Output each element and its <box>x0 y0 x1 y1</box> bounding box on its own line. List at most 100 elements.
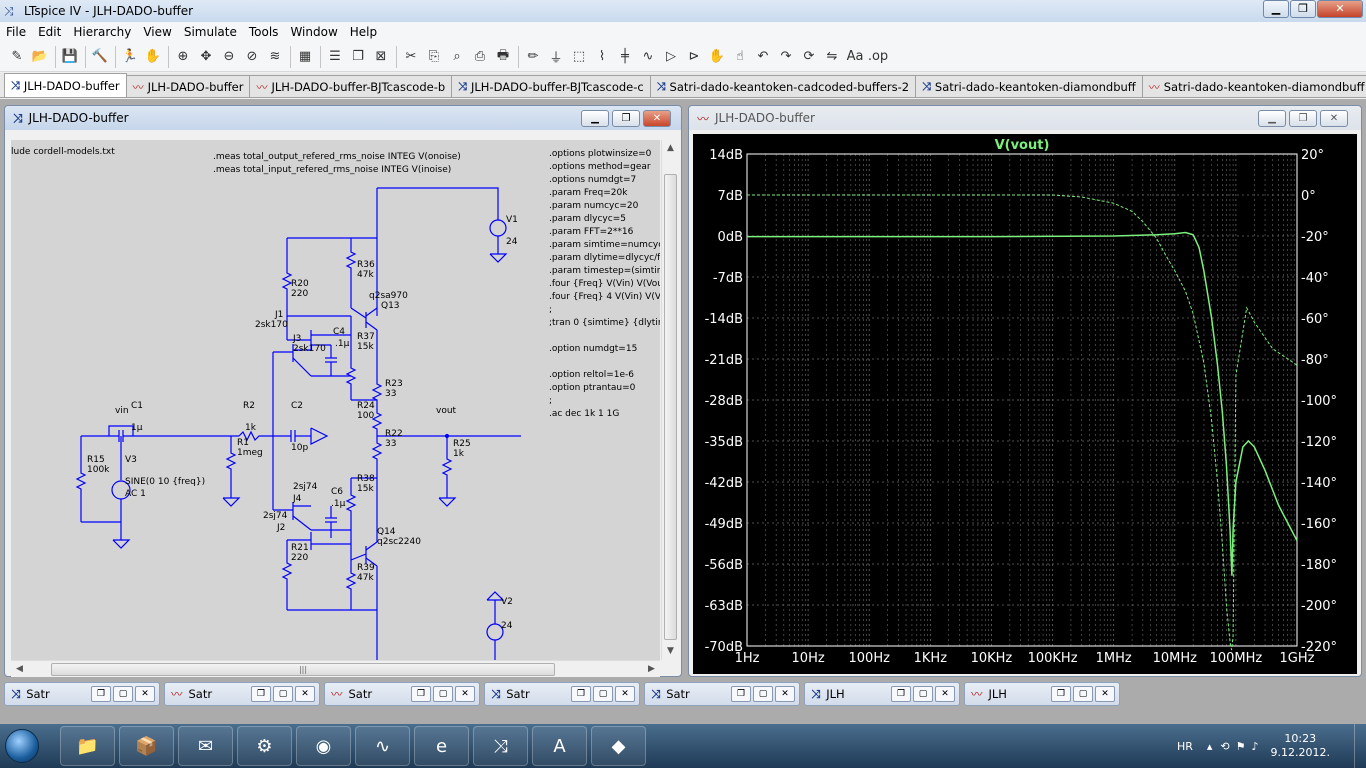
spice-directive-line[interactable]: ; <box>549 396 552 406</box>
plot-restore-button[interactable]: ❐ <box>1289 110 1317 127</box>
minimized-close-button[interactable]: ✕ <box>1095 686 1115 702</box>
internet-explorer-icon[interactable]: e <box>414 726 469 766</box>
horizontal-scroll-thumb[interactable]: ||| <box>51 663 555 676</box>
spice-directive-line[interactable]: .param simtime=numcyc <box>549 240 660 250</box>
close-button[interactable]: ✕ <box>1317 0 1363 18</box>
close-all-icon[interactable]: ⊠ <box>375 49 387 64</box>
inductor-icon[interactable]: ∿ <box>642 49 654 64</box>
language-indicator[interactable]: HR <box>1176 739 1193 753</box>
spice-directive-line[interactable]: .param timestep=(simtim <box>549 266 660 276</box>
document-tab[interactable]: ⤨Satri-dado-keantoken-diamondbuff <box>915 75 1143 97</box>
undo-icon[interactable]: ↶ <box>757 49 769 64</box>
spice-directive-line[interactable]: .options plotwinsize=0 <box>549 149 652 159</box>
spice-directive-line[interactable]: .param Freq=20k <box>549 188 628 198</box>
spice-directive-line[interactable]: .option ptrantau=0 <box>549 383 636 393</box>
file-explorer-icon[interactable]: 📁 <box>60 726 115 766</box>
menu-edit[interactable]: Edit <box>38 25 62 39</box>
engineering-icon[interactable]: ⚙ <box>237 726 292 766</box>
volume-icon[interactable]: ♪ <box>1251 739 1259 753</box>
spice-directive-line[interactable]: .option reltol=1e-6 <box>549 370 634 380</box>
cut-icon[interactable]: ✂ <box>405 49 417 64</box>
spice-directive-line[interactable]: .options method=gear <box>549 162 651 172</box>
run-icon[interactable]: 🏃 <box>121 49 139 64</box>
vertical-scroll-thumb[interactable] <box>664 174 677 640</box>
minimized-maximize-button[interactable]: ▢ <box>593 686 613 702</box>
schematic-restore-button[interactable]: ❐ <box>612 110 640 127</box>
minimized-maximize-button[interactable]: ▢ <box>433 686 453 702</box>
ltspice-icon[interactable]: ⤨ <box>473 726 528 766</box>
minimized-maximize-button[interactable]: ▢ <box>113 686 133 702</box>
minimized-close-button[interactable]: ✕ <box>775 686 795 702</box>
minimized-maximize-button[interactable]: ▢ <box>753 686 773 702</box>
redo-icon[interactable]: ↷ <box>780 49 792 64</box>
scroll-down-arrow-icon[interactable]: ▼ <box>667 646 674 656</box>
tile-horizontal-icon[interactable]: ☰ <box>329 49 341 64</box>
menu-hierarchy[interactable]: Hierarchy <box>73 25 132 39</box>
drag-icon[interactable]: ☝ <box>736 49 744 64</box>
schematic-minimize-button[interactable]: ▁ <box>581 110 609 127</box>
copy-icon[interactable]: ⎘ <box>428 49 440 64</box>
show-desktop-button[interactable] <box>1354 724 1366 768</box>
find-icon[interactable]: ⌕ <box>453 49 461 64</box>
plot-close-button[interactable]: ✕ <box>1320 110 1348 127</box>
minimized-close-button[interactable]: ✕ <box>455 686 475 702</box>
schematic-horizontal-scrollbar[interactable]: ◀ ||| ▶ <box>11 660 660 677</box>
scroll-up-arrow-icon[interactable]: ▲ <box>667 143 674 153</box>
cascade-icon[interactable]: ❐ <box>352 49 364 64</box>
minimized-window[interactable]: 〰JLH❐▢✕ <box>964 682 1120 706</box>
label-net-icon[interactable]: ⬚ <box>572 49 586 64</box>
document-tab[interactable]: ⤨Satri-dado-keantoken-cadcoded-buffers-2 <box>649 75 917 97</box>
capacitor-icon[interactable]: ╪ <box>621 49 629 64</box>
minimized-close-button[interactable]: ✕ <box>295 686 315 702</box>
draw-wire-icon[interactable]: ✏ <box>527 49 539 64</box>
document-tab[interactable]: ⤨JLH-DADO-buffer-BJTcascode-c <box>451 75 651 97</box>
document-tab[interactable]: 〰Satri-dado-keantoken-diamondbuff <box>1141 75 1366 97</box>
minimized-close-button[interactable]: ✕ <box>615 686 635 702</box>
schematic-window[interactable]: ⤨ JLH-DADO-buffer ▁ ❐ ✕ <box>4 105 682 677</box>
minimized-window[interactable]: 〰Satr❐▢✕ <box>324 682 480 706</box>
minimized-maximize-button[interactable]: ▢ <box>273 686 293 702</box>
minimized-restore-button[interactable]: ❐ <box>91 686 111 702</box>
minimized-restore-button[interactable]: ❐ <box>891 686 911 702</box>
text-icon[interactable]: Aa <box>846 49 864 64</box>
document-tab[interactable]: 〰JLH-DADO-buffer-BJTcascode-b <box>249 75 453 97</box>
minimized-restore-button[interactable]: ❐ <box>731 686 751 702</box>
oscilloscope-icon[interactable]: ∿ <box>355 726 410 766</box>
minimized-restore-button[interactable]: ❐ <box>251 686 271 702</box>
menu-file[interactable]: File <box>6 25 27 39</box>
minimized-maximize-button[interactable]: ▢ <box>913 686 933 702</box>
document-tab[interactable]: ⤨JLH-DADO-buffer <box>4 73 127 97</box>
plot-minimize-button[interactable]: ▁ <box>1258 110 1286 127</box>
spice-directive-line[interactable]: .ac dec 1k 1 1G <box>549 409 619 419</box>
pan-icon[interactable]: ✥ <box>200 49 212 64</box>
save-icon[interactable]: 💾 <box>61 49 79 64</box>
document-tab[interactable]: 〰JLH-DADO-buffer <box>125 75 251 97</box>
zoom-in-icon[interactable]: ⊕ <box>177 49 189 64</box>
diode-icon[interactable]: ▷ <box>666 49 676 64</box>
minimized-close-button[interactable]: ✕ <box>935 686 955 702</box>
component-icon[interactable]: ⊳ <box>688 49 700 64</box>
tray-arrow-icon[interactable]: ▴ <box>1206 739 1213 753</box>
spice-directive-line[interactable]: .option numdgt=15 <box>549 344 637 354</box>
spice-directive-line[interactable]: ; <box>549 305 552 315</box>
package-icon[interactable]: 📦 <box>119 726 174 766</box>
print-preview-icon[interactable]: 🖶 <box>496 47 510 63</box>
spice-directive-line[interactable]: .param numcyc=20 <box>549 201 639 211</box>
spice-directive-line[interactable]: .options numdgt=7 <box>549 175 636 185</box>
control-panel-icon[interactable]: 🔨 <box>91 49 109 64</box>
minimized-window[interactable]: ⤨JLH❐▢✕ <box>804 682 960 706</box>
ground-icon[interactable]: ⏚ <box>549 51 563 66</box>
schematic-window-titlebar[interactable]: ⤨ JLH-DADO-buffer ▁ ❐ ✕ <box>5 106 681 130</box>
minimized-restore-button[interactable]: ❐ <box>411 686 431 702</box>
new-schematic-icon[interactable]: ✎ <box>11 49 23 64</box>
maximize-button[interactable]: ❐ <box>1290 0 1316 18</box>
menu-tools[interactable]: Tools <box>248 25 279 39</box>
halt-icon[interactable]: ✋ <box>144 49 162 64</box>
scroll-left-arrow-icon[interactable]: ◀ <box>16 664 23 674</box>
schematic-close-button[interactable]: ✕ <box>643 110 671 127</box>
clock[interactable]: 10:23 9.12.2012. <box>1271 732 1330 760</box>
schematic-vertical-scrollbar[interactable]: ▲ ▼ <box>661 140 678 660</box>
minimized-window[interactable]: ⤨Satr❐▢✕ <box>484 682 640 706</box>
